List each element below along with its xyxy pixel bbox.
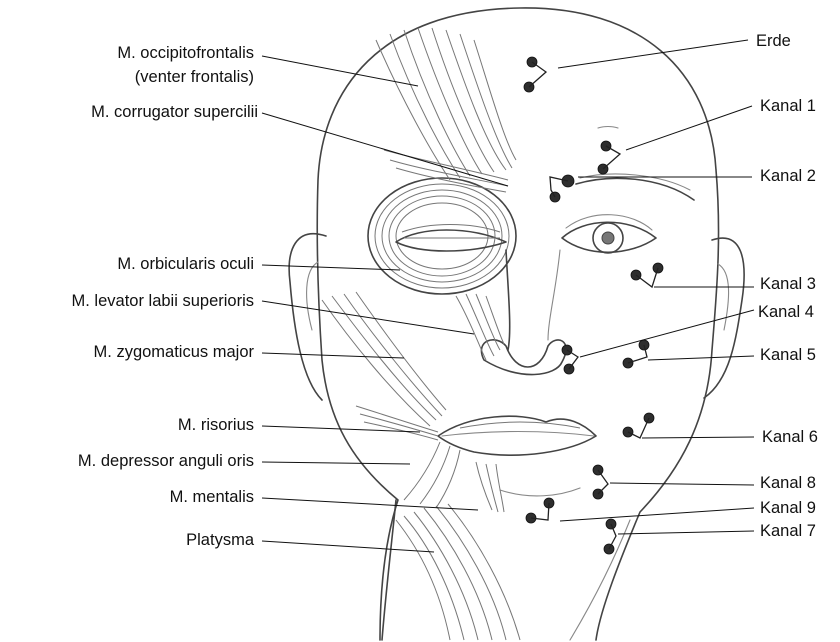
label-kanal-3: Kanal 3 xyxy=(760,275,816,293)
label-kanal-7: Kanal 7 xyxy=(760,522,816,540)
label-levator: M. levator labii superioris xyxy=(72,292,254,310)
label-depressor: M. depressor anguli oris xyxy=(78,452,254,470)
label-erde: Erde xyxy=(756,32,791,50)
label-orbicularis: M. orbicularis oculi xyxy=(117,255,254,273)
label-platysma: Platysma xyxy=(186,531,255,549)
label-occipitofrontalis-sub: (venter frontalis) xyxy=(135,68,254,86)
channel-leader-lines xyxy=(558,40,754,534)
electrodes xyxy=(524,57,663,554)
label-kanal-9: Kanal 9 xyxy=(760,499,816,517)
label-zygomaticus: M. zygomaticus major xyxy=(94,343,255,361)
channel-labels: Erde Kanal 1 Kanal 2 Kanal 3 Kanal 4 Kan… xyxy=(756,32,818,540)
label-kanal-1: Kanal 1 xyxy=(760,97,816,115)
label-mentalis: M. mentalis xyxy=(170,488,254,506)
label-corrugator: M. corrugator supercilii xyxy=(91,103,258,121)
muscle-fibres xyxy=(322,28,520,640)
label-kanal-5: Kanal 5 xyxy=(760,346,816,364)
label-kanal-2: Kanal 2 xyxy=(760,167,816,185)
label-kanal-6: Kanal 6 xyxy=(762,428,818,446)
label-occipitofrontalis: M. occipitofrontalis xyxy=(117,44,254,62)
head-drawing xyxy=(289,8,744,640)
muscle-labels: M. occipitofrontalis (venter frontalis) … xyxy=(72,44,258,549)
label-kanal-8: Kanal 8 xyxy=(760,474,816,492)
label-kanal-4: Kanal 4 xyxy=(758,303,814,321)
label-risorius: M. risorius xyxy=(178,416,254,434)
